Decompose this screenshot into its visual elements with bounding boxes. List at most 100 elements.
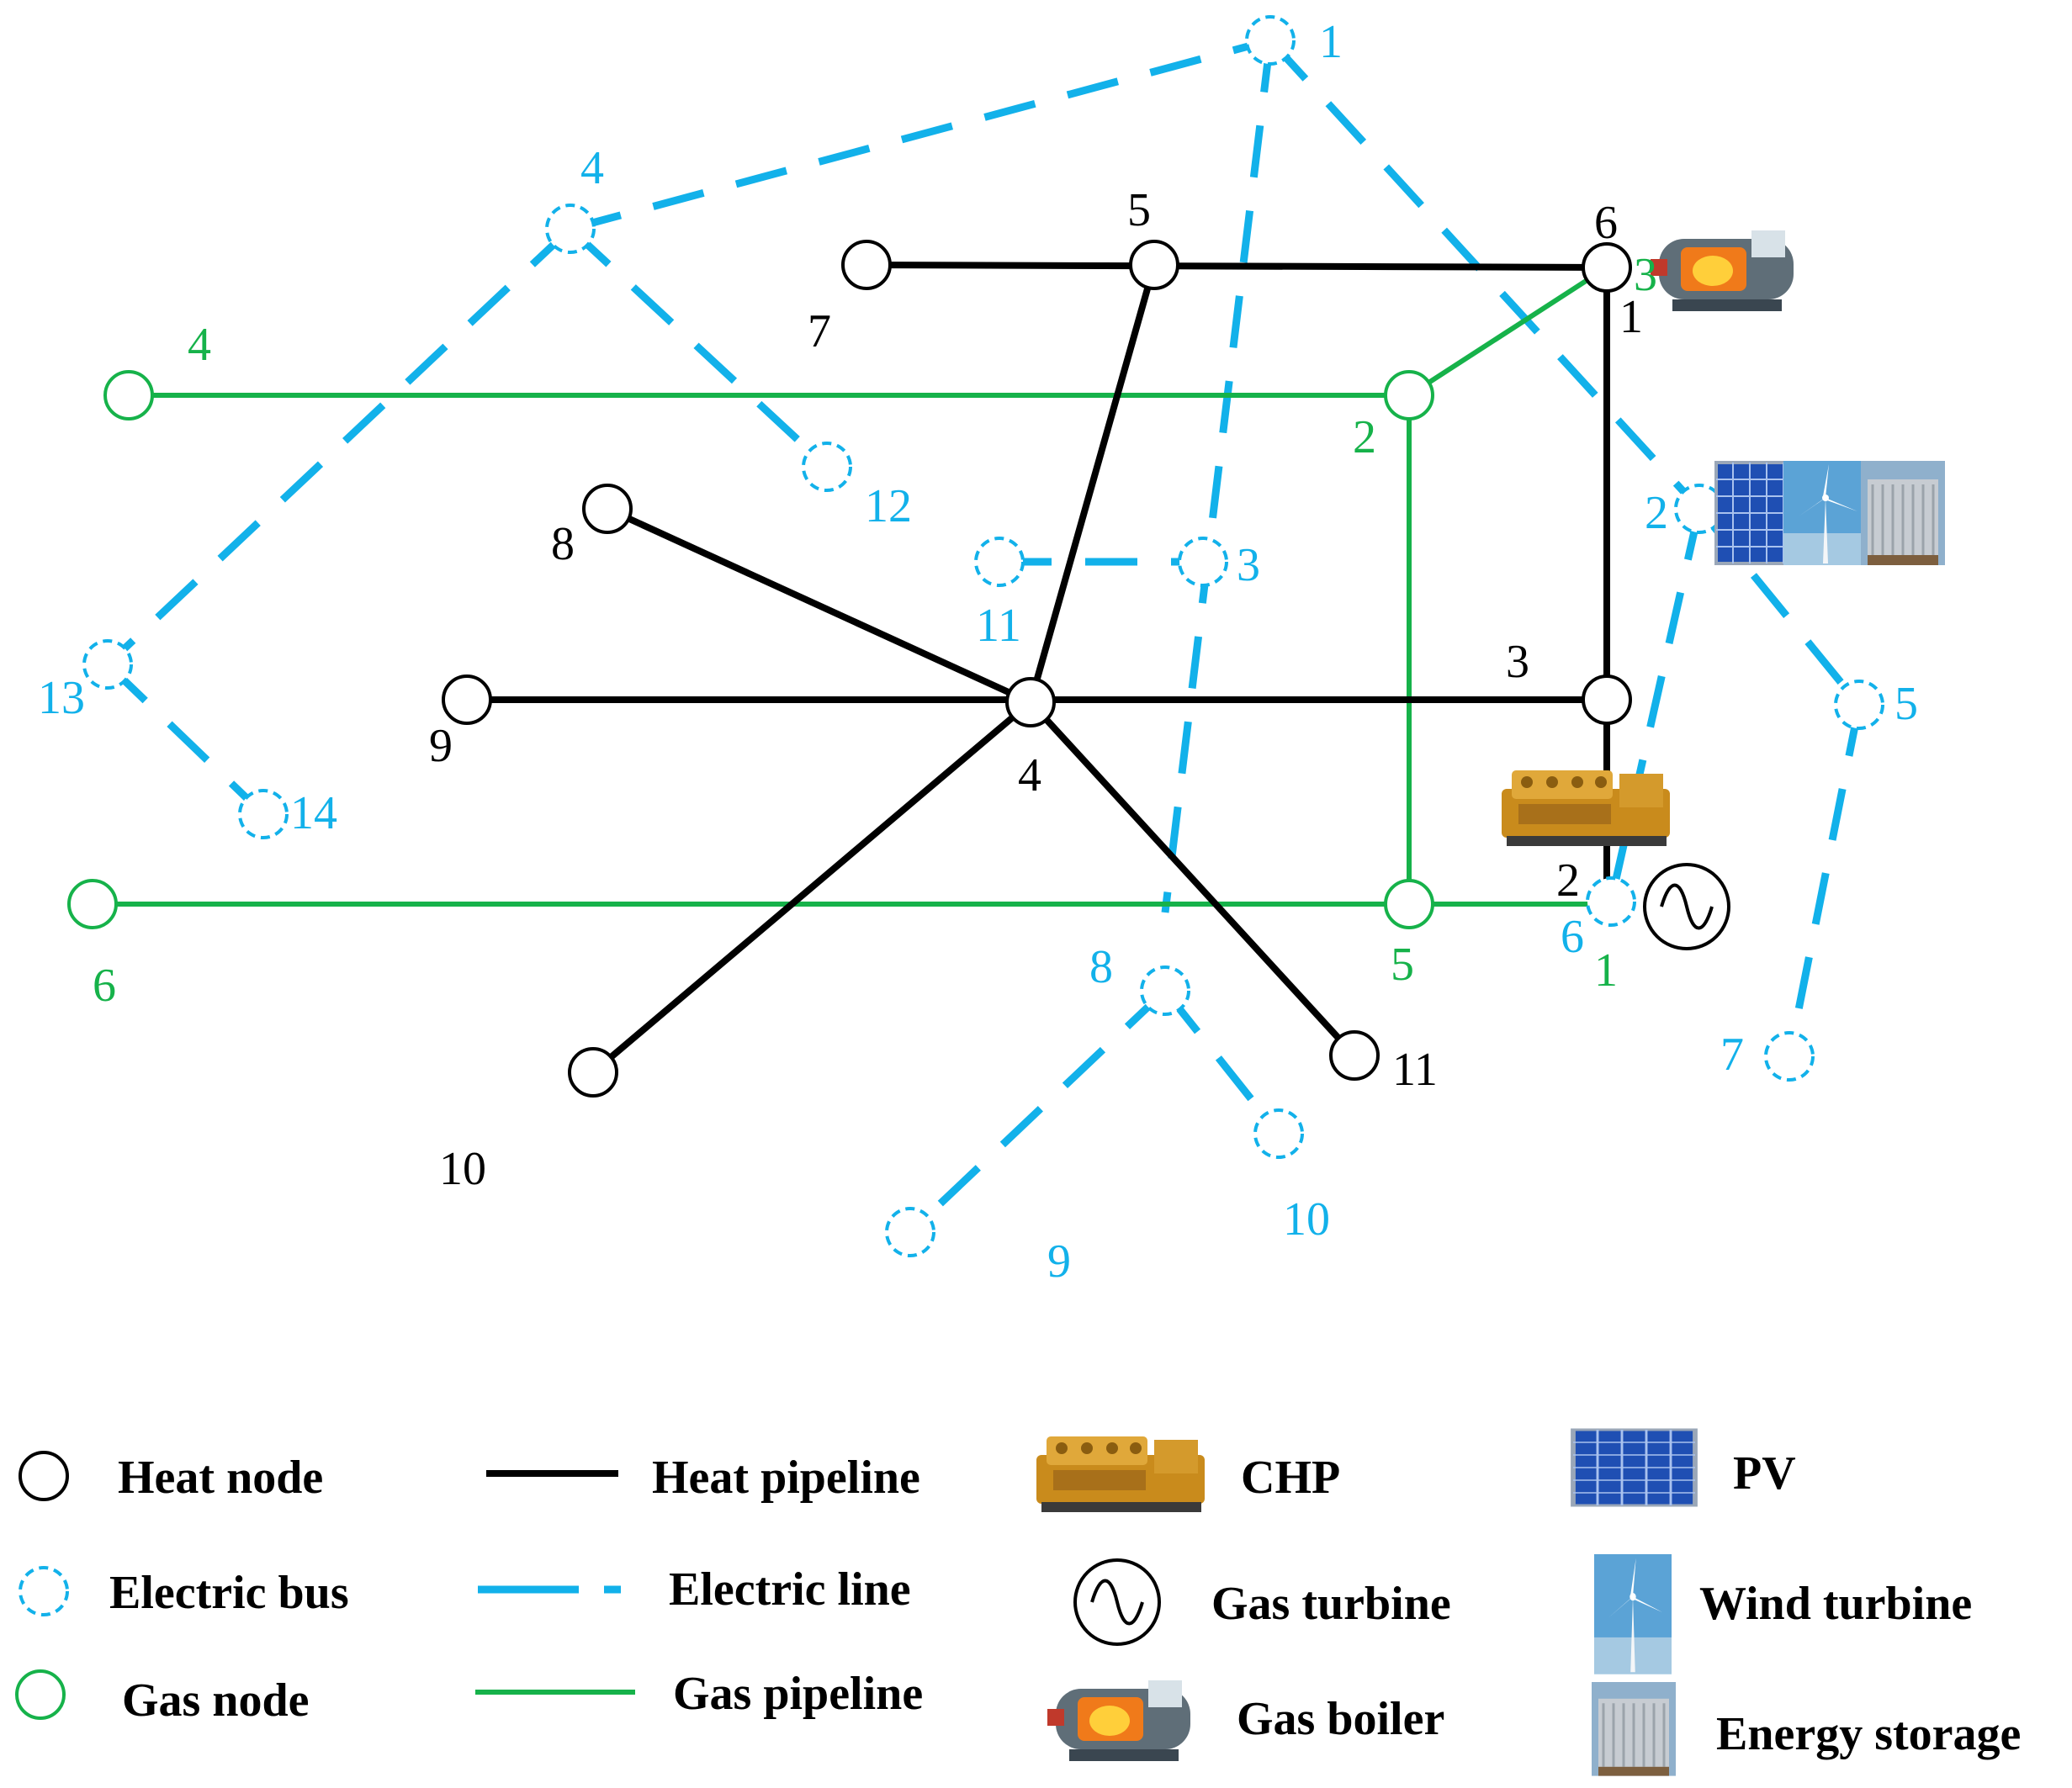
electric-bus-label: 1 (1319, 16, 1343, 68)
electric-bus-11 (974, 537, 1025, 587)
gas-node-5 (1384, 879, 1434, 929)
electric-line-4-1 (569, 36, 1272, 233)
legend-energy-storage-label: Energy storage (1716, 1708, 2021, 1760)
energy-storage-icon (1859, 459, 1947, 567)
electric-line-4-12 (567, 225, 830, 470)
electric-bus-4 (545, 204, 596, 254)
heat-node-5 (1129, 240, 1179, 290)
heat-node-7 (841, 240, 892, 290)
gas-node-label: 1 (1594, 944, 1618, 997)
gas-node-2 (1384, 370, 1434, 421)
electric-bus-label: 12 (865, 480, 912, 532)
heat-node-label: 11 (1392, 1044, 1438, 1096)
gas-boiler-icon (1651, 230, 1794, 311)
heat-node-11 (1329, 1030, 1380, 1081)
legend-electric-bus-label: Electric bus (109, 1567, 349, 1619)
legend-energy-storage-icon (1590, 1680, 1677, 1778)
electric-bus-12 (802, 442, 852, 492)
heat-node-3 (1582, 674, 1632, 725)
heat-node-9 (442, 674, 492, 725)
legend-wind-turbine-icon (1594, 1554, 1672, 1674)
electric-bus-label: 10 (1283, 1193, 1330, 1246)
chp-icon (1502, 770, 1670, 846)
heat-pipeline-8-4 (606, 505, 1032, 706)
gas-node-label: 6 (93, 960, 116, 1012)
electric-bus-label: 5 (1894, 678, 1918, 730)
electric-bus-7 (1764, 1031, 1815, 1082)
electric-line-2-6 (1607, 508, 1704, 902)
gas-node-6 (67, 879, 118, 929)
heat-node-label: 6 (1594, 197, 1618, 249)
electric-line-5-7 (1785, 704, 1863, 1057)
heat-pipeline-4-11 (1028, 700, 1357, 1058)
electric-bus-label: 6 (1561, 911, 1584, 963)
gas-node-label: 3 (1634, 249, 1657, 301)
gas-node-label: 5 (1391, 939, 1414, 991)
legend-gas-turbine-label: Gas turbine (1211, 1578, 1451, 1630)
heat-node-label: 9 (429, 720, 453, 772)
legend-electric-line-label: Electric line (669, 1563, 911, 1616)
legend-gas-turbine-icon (1073, 1558, 1161, 1646)
heat-pipeline-7-6 (866, 262, 1608, 271)
electric-bus-8 (1140, 965, 1190, 1016)
electric-bus-13 (82, 639, 133, 690)
heat-node-6 (1582, 242, 1632, 293)
electric-bus-label: 11 (976, 600, 1021, 652)
heat-node-label: 8 (551, 518, 575, 570)
electric-bus-label: 8 (1089, 941, 1113, 993)
legend-gas-boiler-icon (1047, 1680, 1190, 1761)
electric-bus-5 (1834, 680, 1884, 730)
electric-bus-10 (1253, 1108, 1304, 1159)
electric-bus-label: 9 (1047, 1235, 1071, 1288)
electric-line-8-10 (1162, 988, 1282, 1136)
legend-pv-icon (1573, 1430, 1695, 1505)
heat-node-label: 5 (1127, 184, 1151, 236)
legend: Heat node Electric bus Gas node Heat pip… (15, 1430, 2021, 1778)
legend-heat-node-symbol (19, 1451, 69, 1501)
electric-bus-label: 3 (1237, 539, 1260, 591)
heat-node-label: 4 (1018, 749, 1041, 801)
heat-node-label: 2 (1556, 854, 1580, 907)
legend-gas-boiler-label: Gas boiler (1237, 1693, 1444, 1745)
gas-node-label: 4 (188, 319, 211, 371)
electric-line-4-13 (104, 225, 574, 668)
gas-pipeline-2-3 (1407, 265, 1608, 398)
heat-node-10 (568, 1047, 618, 1098)
heat-pipeline-5-4 (1027, 263, 1158, 704)
electric-bus-label: 7 (1720, 1029, 1744, 1081)
heat-node-4 (1005, 677, 1056, 727)
legend-chp-icon (1036, 1436, 1205, 1512)
gas-turbine-icon (1643, 863, 1730, 950)
heat-node-label: 7 (808, 305, 831, 357)
legend-wind-turbine-label: Wind turbine (1699, 1578, 1972, 1630)
electric-bus-6 (1586, 876, 1636, 927)
heat-node-8 (582, 484, 633, 534)
heat-pipeline-4-10 (591, 699, 1033, 1076)
electric-line-8-9 (907, 987, 1168, 1235)
legend-electric-bus-symbol (19, 1566, 69, 1616)
electric-bus-9 (885, 1207, 935, 1257)
electric-bus-1 (1245, 15, 1296, 66)
electric-bus-label: 2 (1645, 487, 1668, 539)
electric-bus-label: 4 (580, 142, 604, 194)
heat-node-label: 3 (1506, 636, 1529, 688)
legend-heat-node-label: Heat node (118, 1452, 323, 1504)
legend-heat-pipeline-label: Heat pipeline (652, 1452, 920, 1504)
electric-bus-14 (238, 789, 289, 839)
heat-node-label: 10 (439, 1143, 486, 1195)
electric-bus-label: 13 (38, 672, 85, 724)
legend-gas-node-label: Gas node (122, 1674, 310, 1727)
legend-chp-label: CHP (1241, 1452, 1340, 1504)
electric-bus-3 (1178, 537, 1228, 587)
legend-gas-node-symbol (15, 1669, 66, 1720)
gas-node-label: 2 (1353, 411, 1376, 463)
heat-node-label: 1 (1619, 291, 1643, 343)
legend-gas-pipeline-label: Gas pipeline (673, 1668, 923, 1720)
wind-turbine-icon (1783, 461, 1868, 565)
electric-bus-label: 14 (290, 787, 337, 839)
legend-pv-label: PV (1733, 1447, 1796, 1500)
electric-line-1-2 (1267, 37, 1703, 512)
electric-line-13-14 (104, 661, 267, 817)
